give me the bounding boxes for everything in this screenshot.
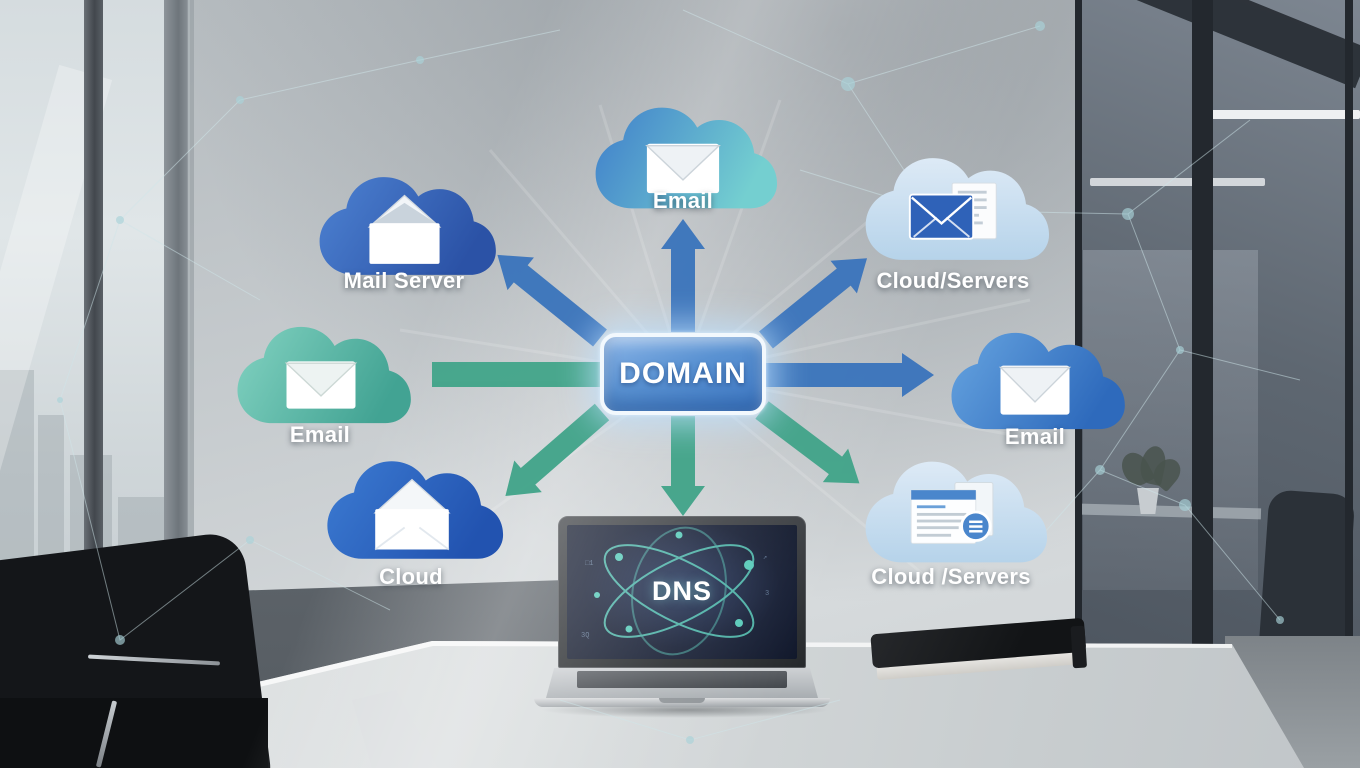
label-email-right: Email: [1004, 424, 1066, 449]
label-email-left: Email: [289, 422, 351, 447]
office-chair-seat: [0, 698, 268, 768]
label-cloud-servers-top-right: Cloud/Servers: [876, 268, 1030, 293]
label-cloud-servers-bottom-right: Cloud /Servers: [871, 564, 1031, 589]
ceiling-light: [1208, 110, 1360, 119]
node-cloud-bottom-left: [320, 450, 504, 575]
node-email-left: [230, 316, 412, 439]
envelope-icon: [908, 193, 975, 240]
domain-label: DOMAIN: [619, 357, 747, 390]
list-badge-icon: [960, 510, 992, 542]
cloud-browser-window-icon: [865, 461, 1048, 563]
cloud-envelope-icon: [237, 326, 411, 424]
cloud-envelope-document-icon: [865, 158, 1050, 260]
glass-frame: [1345, 0, 1353, 768]
label-cloud-bottom-left: Cloud: [379, 564, 443, 589]
node-cloud-servers-top-right: [858, 146, 1050, 277]
cloud-open-envelope-icon: [327, 461, 504, 559]
domain-box: DOMAIN: [600, 333, 766, 415]
node-cloud-servers-bottom-right: [858, 450, 1048, 579]
cloud-envelope-icon: [951, 332, 1125, 430]
label-email-top: Email: [652, 188, 714, 213]
label-mail-server: Mail Server: [343, 268, 465, 293]
